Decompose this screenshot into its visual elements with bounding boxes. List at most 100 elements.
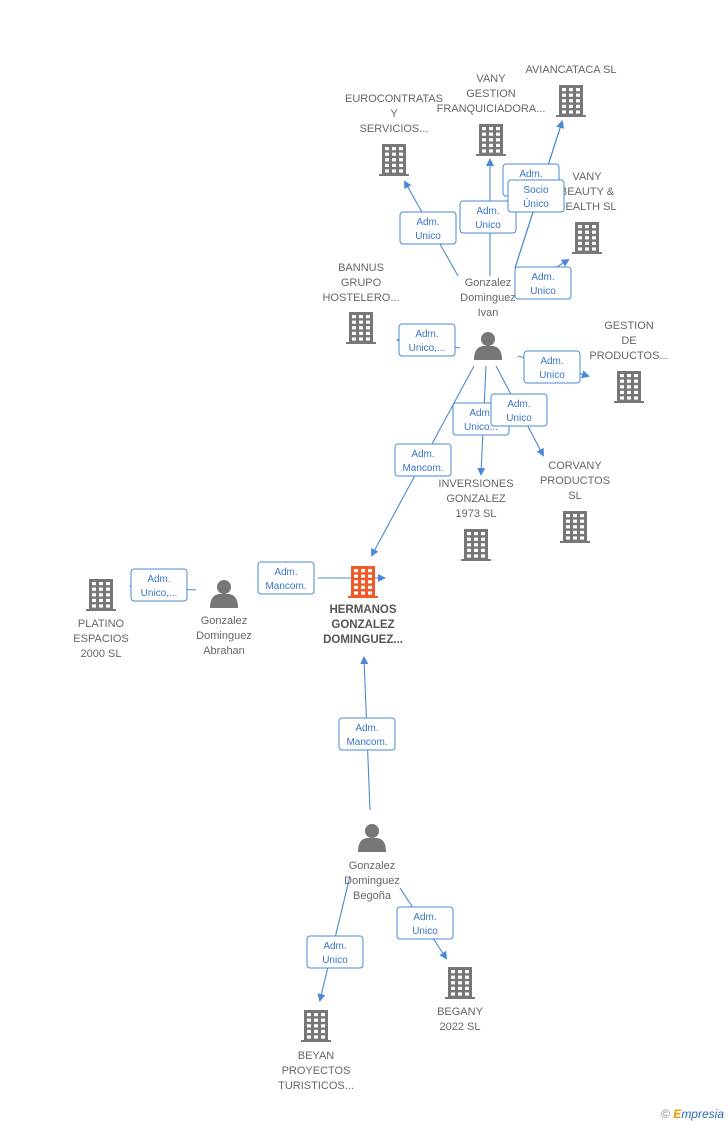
person-icon[interactable] bbox=[210, 580, 238, 608]
relation-badge[interactable]: Adm. Unico bbox=[396, 906, 454, 940]
relation-badge[interactable]: Adm. Unico bbox=[514, 266, 572, 300]
building-icon[interactable] bbox=[556, 85, 586, 117]
node-eurocontratas[interactable]: EUROCONTRATAS Y SERVICIOS... bbox=[345, 93, 443, 176]
copyright-symbol: © bbox=[661, 1107, 670, 1121]
badges-layer: Adm.UnicoAdm.UnicoAdm.UnicoSocioÚnicoAdm… bbox=[130, 163, 581, 969]
node-label-line: Dominguez bbox=[344, 875, 400, 887]
relation-badge[interactable]: Adm. Unico bbox=[306, 935, 364, 969]
relation-badge[interactable]: Adm. Unico bbox=[399, 211, 457, 245]
node-label-line: GESTION bbox=[604, 320, 654, 332]
relation-badge-text: Adm. bbox=[540, 356, 563, 367]
person-icon[interactable] bbox=[358, 824, 386, 852]
node-label-line: 2022 SL bbox=[440, 1021, 481, 1033]
relation-badge[interactable]: Adm.Unico,... bbox=[130, 568, 188, 602]
node-label-line: HERMANOS bbox=[329, 604, 396, 616]
node-label-line: VANY bbox=[572, 171, 602, 183]
relation-badge[interactable]: Adm. Unico bbox=[490, 393, 548, 427]
building-icon[interactable] bbox=[572, 222, 602, 254]
relation-badge[interactable]: Adm. Unico bbox=[523, 350, 581, 384]
building-icon[interactable] bbox=[461, 529, 491, 561]
relation-badge-text: Mancom. bbox=[346, 737, 387, 748]
node-label-line: TURISTICOS... bbox=[278, 1080, 354, 1092]
node-label-line: BEGANY bbox=[437, 1006, 484, 1018]
relation-badge-text: Unico,... bbox=[409, 343, 446, 354]
relation-badge[interactable]: Adm.Unico,... bbox=[398, 323, 456, 357]
relation-badge[interactable]: Adm.Unico bbox=[459, 200, 517, 234]
node-label-line: Abrahan bbox=[203, 645, 245, 657]
node-hermanos[interactable]: HERMANOSGONZALEZDOMINGUEZ... bbox=[323, 566, 403, 646]
node-label-line: CORVANY bbox=[548, 460, 602, 472]
building-icon[interactable] bbox=[614, 371, 644, 403]
node-label-line: PROYECTOS bbox=[282, 1065, 351, 1077]
node-aviancataca[interactable]: AVIANCATACA SL bbox=[525, 64, 617, 117]
node-label-line: Begoña bbox=[353, 890, 392, 902]
node-gestionproductos[interactable]: GESTIONDEPRODUCTOS... bbox=[589, 320, 669, 403]
building-icon[interactable] bbox=[301, 1010, 331, 1042]
relation-badge-text: Adm. bbox=[416, 217, 439, 228]
relation-badge-text: Unico,... bbox=[141, 588, 178, 599]
relation-badge-text: Adm. bbox=[323, 941, 346, 952]
building-icon[interactable] bbox=[445, 967, 475, 999]
node-label-line: Dominguez bbox=[460, 292, 516, 304]
relation-badge-text: Unico bbox=[506, 413, 532, 424]
relation-badge-text: Adm. bbox=[413, 912, 436, 923]
node-platino[interactable]: PLATINO ESPACIOS 2000 SL bbox=[73, 579, 129, 660]
node-label-line: Gonzalez bbox=[201, 615, 247, 627]
node-label-line: Gonzalez bbox=[349, 860, 395, 872]
relation-badge[interactable]: Adm.Mancom. bbox=[394, 443, 452, 477]
node-begany[interactable]: BEGANY 2022 SL bbox=[437, 967, 484, 1033]
building-icon[interactable] bbox=[560, 511, 590, 543]
node-vanygestion[interactable]: VANYGESTIONFRANQUICIADORA... bbox=[437, 73, 546, 156]
relation-badge[interactable]: Adm.Mancom. bbox=[257, 561, 315, 595]
relation-badge-text: Adm. bbox=[531, 272, 554, 283]
node-label-line: 1973 SL bbox=[456, 508, 497, 520]
node-label-line: VANY bbox=[476, 73, 506, 85]
relation-badge-text: Unico bbox=[539, 370, 565, 381]
relation-badge[interactable]: Adm. Mancom. bbox=[338, 717, 396, 751]
brand-initial: E bbox=[673, 1107, 682, 1121]
node-label-line: BEAUTY & bbox=[560, 186, 615, 198]
relation-badge-text: Unico bbox=[412, 926, 438, 937]
node-bannus[interactable]: BANNUSGRUPOHOSTELERO... bbox=[322, 262, 400, 344]
relation-badge-text: Unico bbox=[530, 286, 556, 297]
relation-badge-text: Mancom. bbox=[402, 463, 443, 474]
node-label-line: PRODUCTOS... bbox=[589, 350, 668, 362]
building-icon[interactable] bbox=[348, 566, 378, 598]
nodes-layer: HERMANOSGONZALEZDOMINGUEZ...GonzalezDomi… bbox=[73, 64, 668, 1092]
building-icon[interactable] bbox=[346, 312, 376, 344]
relation-badge-text: Adm. bbox=[469, 408, 492, 419]
node-label-line: ESPACIOS bbox=[73, 633, 128, 645]
node-label-line: Dominguez bbox=[196, 630, 252, 642]
building-icon[interactable] bbox=[86, 579, 116, 611]
relation-badge-text: Adm. bbox=[274, 567, 297, 578]
node-label-line: Y bbox=[390, 108, 398, 120]
relation-badge-text: Adm. bbox=[507, 399, 530, 410]
building-icon[interactable] bbox=[476, 124, 506, 156]
node-label-line: INVERSIONES bbox=[438, 478, 513, 490]
building-icon[interactable] bbox=[379, 144, 409, 176]
node-label-line: HOSTELERO... bbox=[322, 292, 399, 304]
relation-badge-text: Socio bbox=[523, 185, 548, 196]
node-label-line: 2000 SL bbox=[81, 648, 122, 660]
person-icon[interactable] bbox=[474, 332, 502, 360]
node-label-line: EUROCONTRATAS bbox=[345, 93, 443, 105]
node-label-line: DOMINGUEZ... bbox=[323, 634, 403, 646]
relation-badge-text: Único bbox=[523, 197, 549, 210]
relation-badge-text: Unico bbox=[322, 955, 348, 966]
node-beyan[interactable]: BEYANPROYECTOSTURISTICOS... bbox=[278, 1010, 354, 1092]
node-label-line: FRANQUICIADORA... bbox=[437, 103, 546, 115]
relation-badge-text: Adm. bbox=[355, 723, 378, 734]
node-label-line: PRODUCTOS bbox=[540, 475, 610, 487]
node-label-line: SERVICIOS... bbox=[360, 123, 429, 135]
relation-badge-text: Unico bbox=[415, 231, 441, 242]
node-label-line: PLATINO bbox=[78, 618, 125, 630]
relation-badge-text: Unico... bbox=[464, 422, 498, 433]
